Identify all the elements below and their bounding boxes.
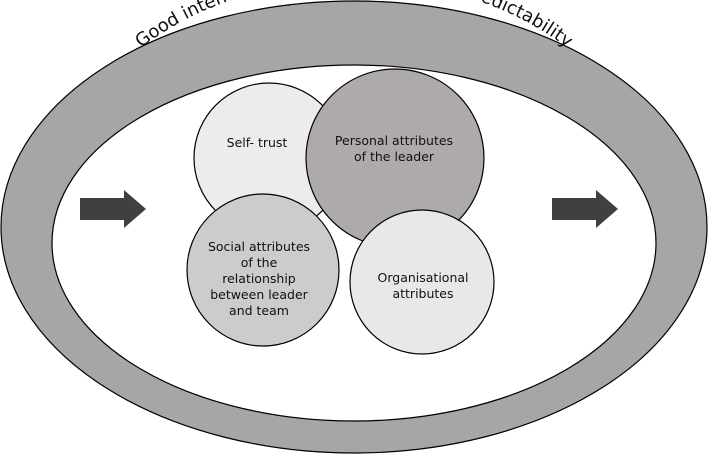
organisational-attributes-label-line: Organisational (378, 270, 469, 285)
social-attributes-label-line: of the (241, 255, 278, 270)
personal-attributes-label-line: Personal attributes (335, 133, 453, 148)
self-trust-label: Self- trust (227, 135, 288, 150)
organisational-attributes-label-line: attributes (392, 286, 453, 301)
social-attributes-label-line: relationship (222, 271, 296, 286)
right-arrow-icon (552, 190, 618, 228)
personal-attributes-label-line: of the leader (354, 149, 435, 164)
social-attributes-label-line: and team (229, 303, 289, 318)
social-attributes-label-line: between leader (210, 287, 308, 302)
social-attributes-circle (186, 193, 340, 347)
organisational-attributes-circle (349, 209, 495, 355)
self-trust-label-line: Self- trust (227, 135, 288, 150)
social-attributes-label-line: Social attributes (208, 239, 310, 254)
left-arrow-icon (80, 190, 146, 228)
